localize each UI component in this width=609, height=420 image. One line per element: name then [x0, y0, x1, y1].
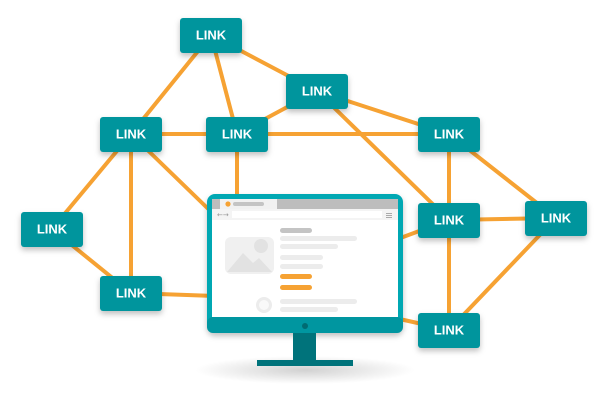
edge [315, 89, 451, 222]
image-placeholder-icon [225, 237, 274, 274]
link-node[interactable]: LINK [180, 18, 242, 53]
back-forward-icon: ←→ [217, 211, 229, 219]
link-label: LINK [116, 127, 147, 142]
link-node[interactable]: LINK [418, 313, 480, 348]
link-node[interactable]: LINK [525, 201, 587, 236]
link-node[interactable]: LINK [21, 212, 83, 247]
link-label: LINK [37, 222, 68, 237]
nodes: LINK LINK LINK LINK LINK LINK LINK LINK … [21, 18, 587, 348]
link-label: LINK [434, 213, 465, 228]
link-node[interactable]: LINK [206, 117, 268, 152]
orange-button-placeholder [280, 285, 312, 290]
monitor: ←→ [195, 194, 415, 384]
link-node[interactable]: LINK [418, 117, 480, 152]
edge [447, 216, 558, 332]
link-node[interactable]: LINK [100, 117, 162, 152]
orange-button-placeholder [280, 274, 312, 279]
link-label: LINK [541, 211, 572, 226]
power-button-icon [302, 323, 308, 329]
link-label: LINK [222, 127, 253, 142]
link-label: LINK [434, 323, 465, 338]
link-label: LINK [302, 84, 333, 99]
link-node[interactable]: LINK [418, 203, 480, 238]
link-label: LINK [116, 286, 147, 301]
menu-icon [386, 213, 392, 218]
link-node[interactable]: LINK [100, 276, 162, 311]
link-node[interactable]: LINK [286, 74, 348, 109]
link-label: LINK [434, 127, 465, 142]
link-label: LINK [196, 28, 227, 43]
